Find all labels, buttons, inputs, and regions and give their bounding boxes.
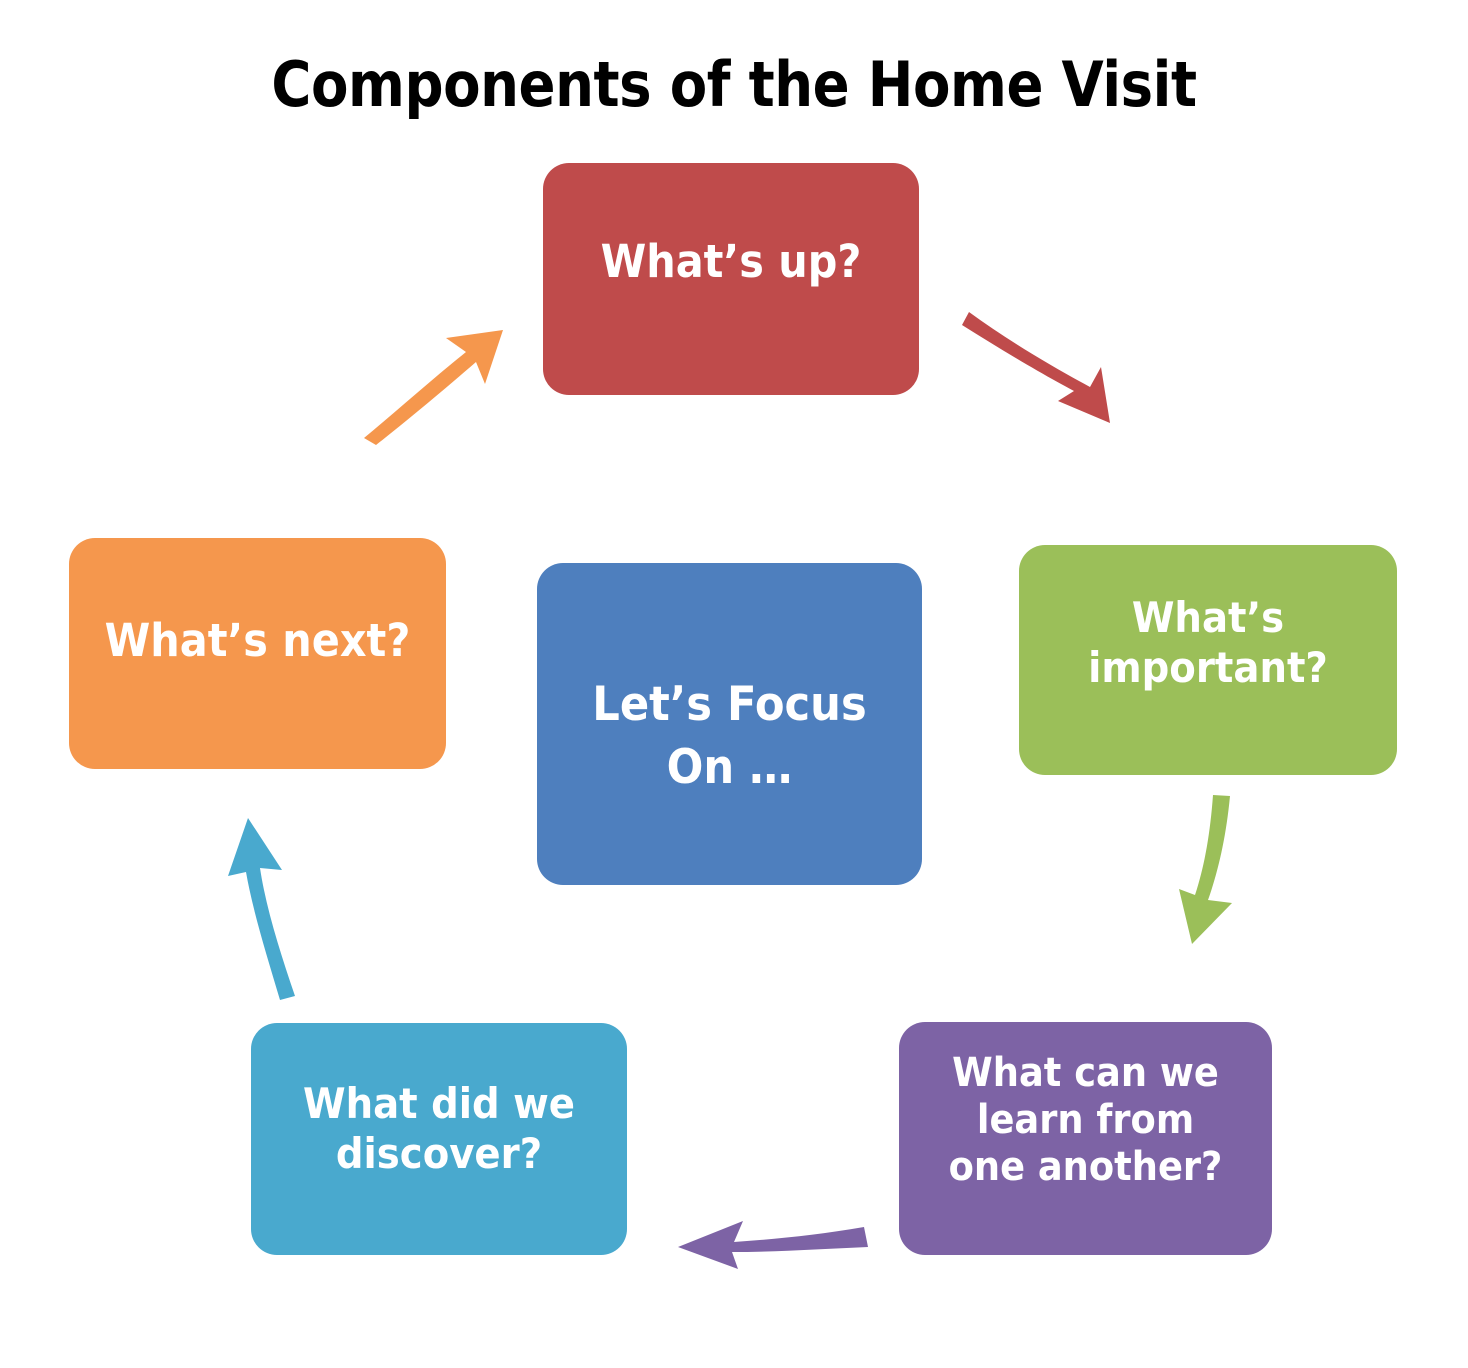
node-box-whats-important[interactable]: What’s important? [1019, 545, 1397, 775]
arrow-whats-next-to-whats-up-icon [364, 330, 503, 445]
node-box-whats-up[interactable]: What’s up? [543, 163, 919, 395]
arrow-whats-up-to-whats-important-icon [962, 312, 1110, 423]
node-box-whats-next[interactable]: What’s next? [69, 538, 446, 769]
node-label-learn-from-one-another: What can we learn from one another? [948, 1050, 1223, 1191]
node-box-what-did-we-discover[interactable]: What did we discover? [251, 1023, 627, 1255]
node-label-lets-focus-on: Let’s Focus On … [592, 677, 867, 796]
node-label-whats-important: What’s important? [1088, 593, 1328, 692]
node-label-whats-up: What’s up? [600, 235, 862, 288]
node-label-what-did-we-discover: What did we discover? [302, 1079, 576, 1178]
arrow-learn-to-discover-icon [678, 1221, 868, 1269]
page-title: Components of the Home Visit [271, 48, 1197, 121]
arrow-whats-important-to-learn-icon [1179, 795, 1232, 944]
node-box-learn-from-one-another[interactable]: What can we learn from one another? [899, 1022, 1272, 1255]
arrow-discover-to-whats-next-icon [228, 818, 295, 1000]
node-label-whats-next: What’s next? [104, 614, 411, 667]
node-box-lets-focus-on[interactable]: Let’s Focus On … [537, 563, 922, 885]
